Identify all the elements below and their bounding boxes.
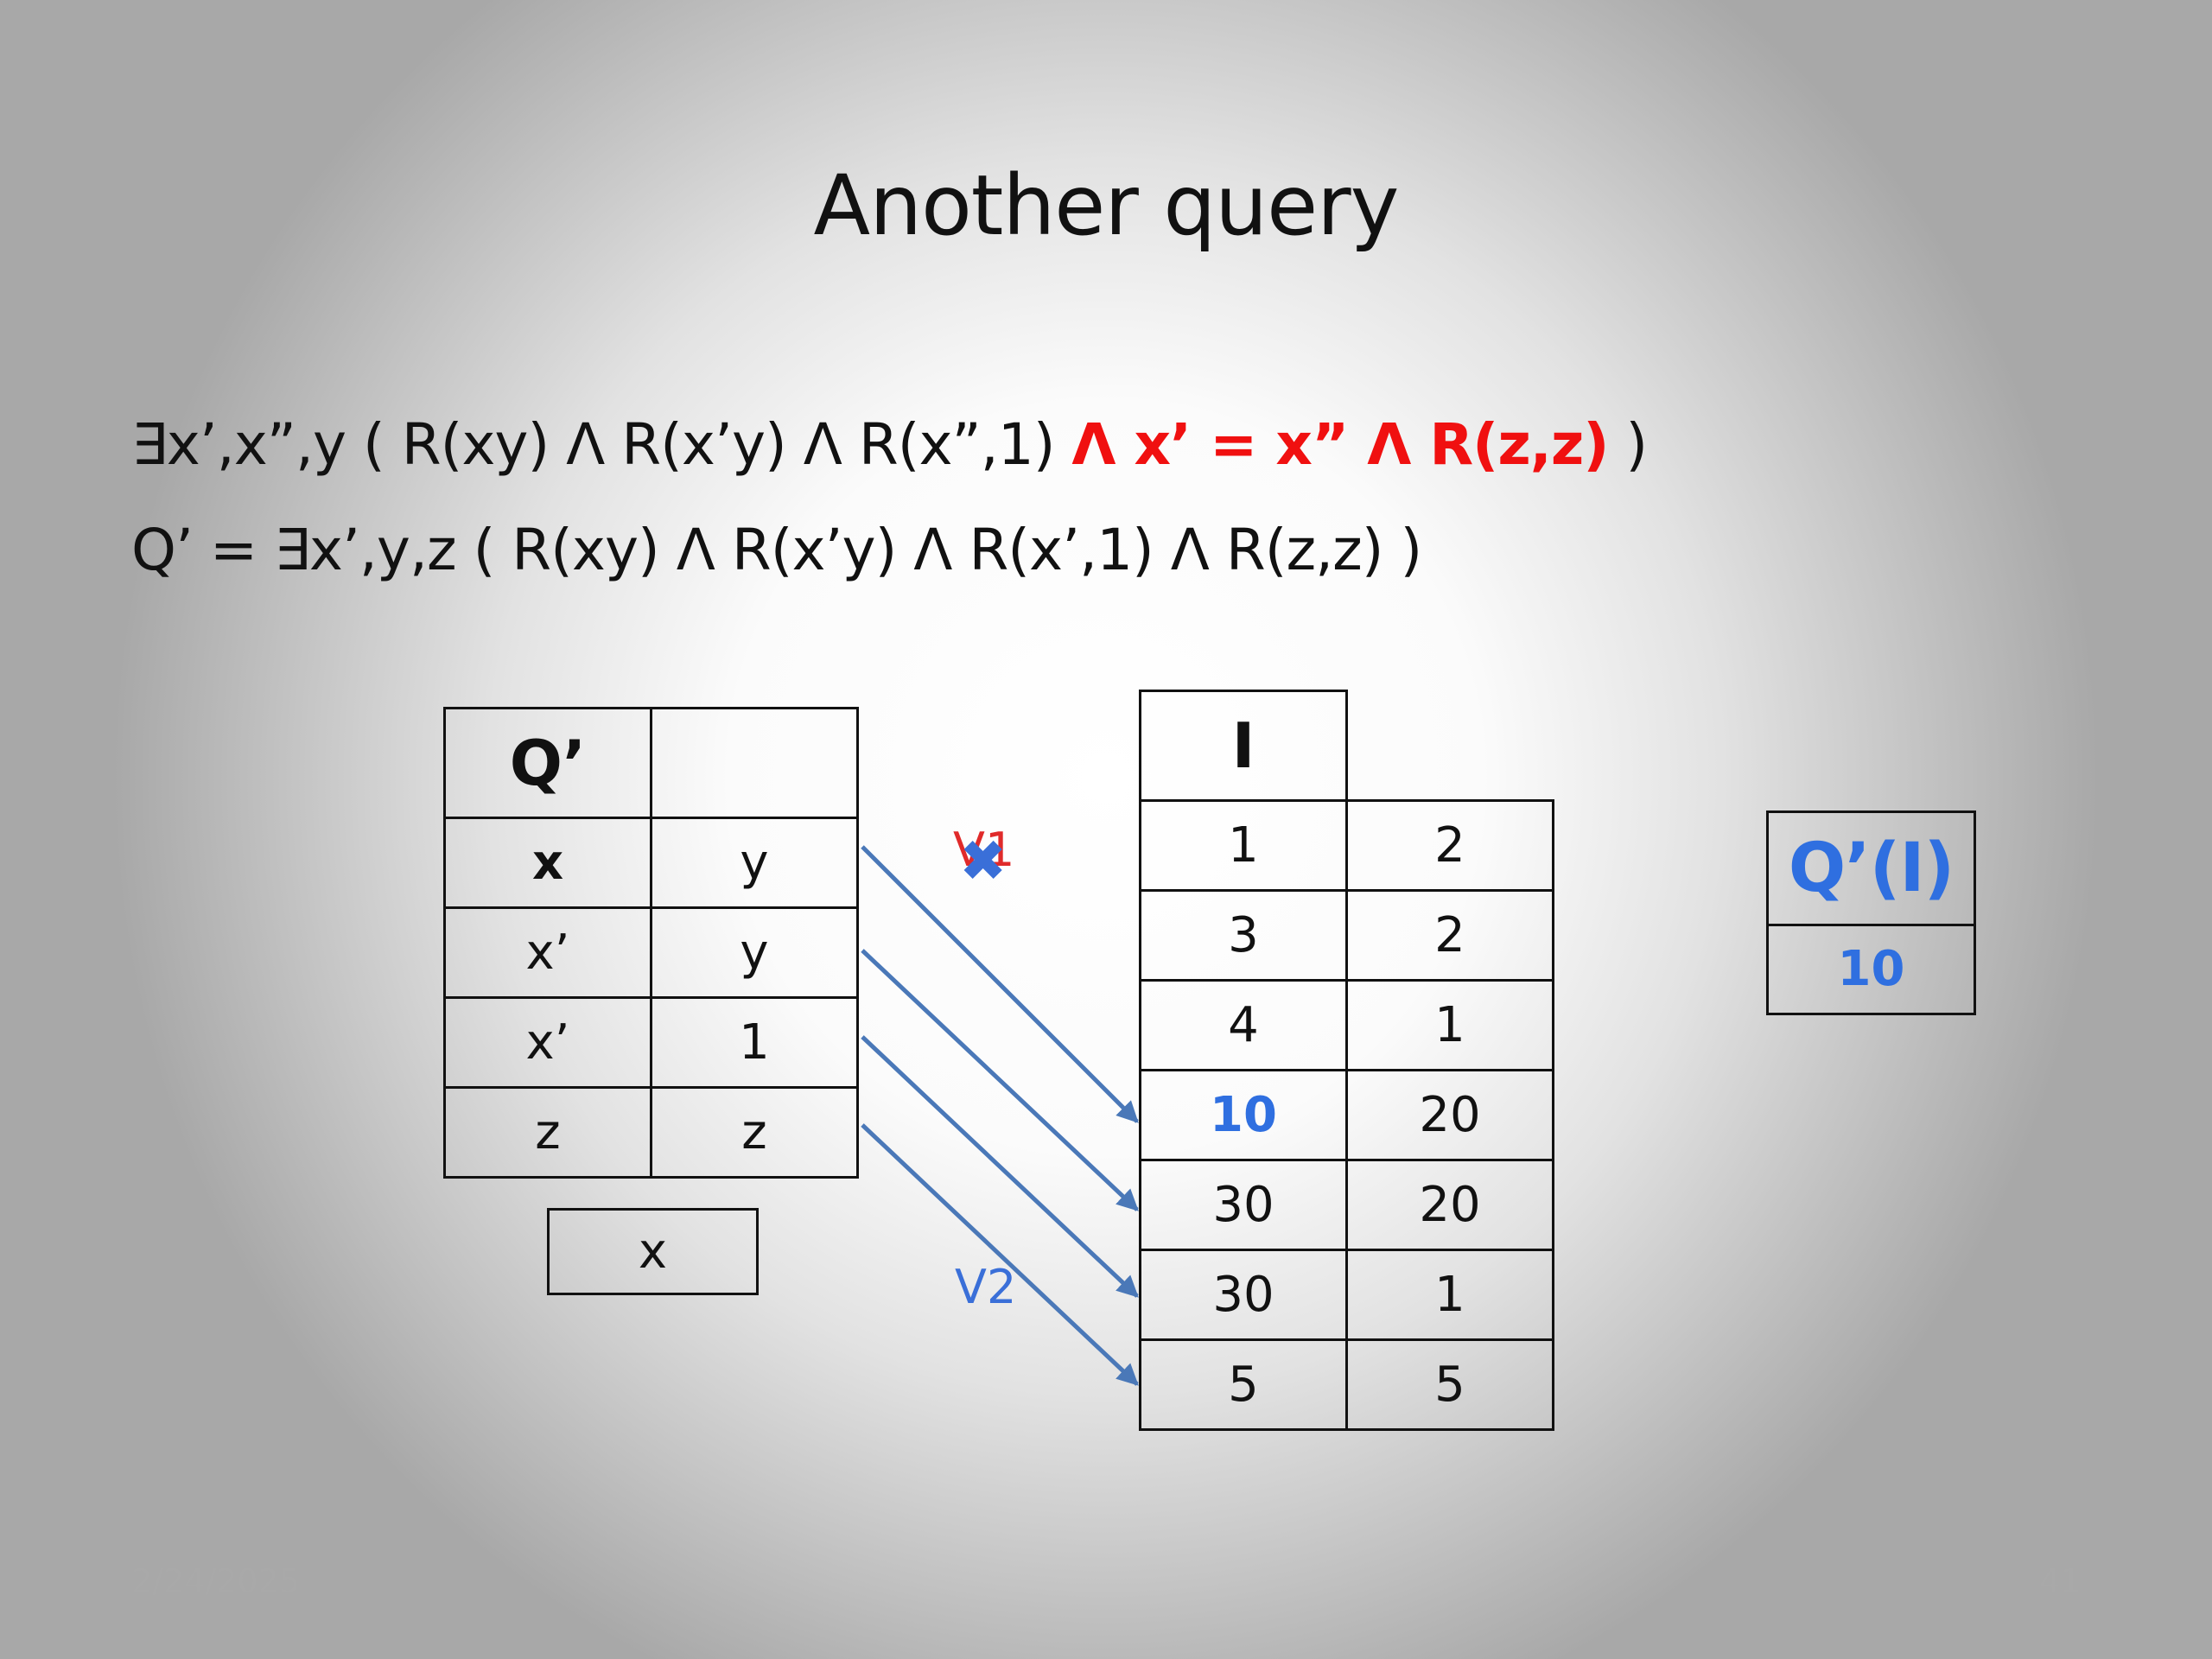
formula-original-highlight: Λ x’ = x” Λ R(z,z) xyxy=(1071,411,1609,478)
instance-table-header: I xyxy=(1139,690,1348,802)
query-cell: y xyxy=(650,906,859,999)
query-table: Q’ x y x’ y x’ 1 z z xyxy=(443,707,859,1179)
mapping-arrow xyxy=(861,1035,1139,1298)
slide-title: Another query xyxy=(813,157,1400,254)
instance-cell: 2 xyxy=(1345,799,1554,892)
query-table-header: Q’ xyxy=(443,707,652,819)
query-cell: 1 xyxy=(650,996,859,1089)
mapping-arrow xyxy=(861,949,1139,1211)
query-cell: z xyxy=(443,1086,652,1179)
instance-cell: 5 xyxy=(1345,1338,1554,1431)
instance-cell: 2 xyxy=(1345,889,1554,982)
instance-cell: 20 xyxy=(1345,1159,1554,1251)
slide-date: 2/24/2025 xyxy=(131,1562,300,1600)
valuation-v2-label: V2 xyxy=(955,1260,1017,1314)
instance-cell: 30 xyxy=(1139,1249,1348,1341)
query-table-header-empty xyxy=(650,707,859,819)
formula-original-close: ) xyxy=(1608,411,1648,478)
instance-cell: 3 xyxy=(1139,889,1348,982)
instance-table: I 1 2 3 2 4 1 10 20 30 20 30 1 5 5 xyxy=(1139,690,1554,1431)
formula-original: ∃x’,x”,y ( R(xy) Λ R(x’y) Λ R(x”,1) Λ x’… xyxy=(131,406,1648,484)
valuation-v1-label: V1 xyxy=(953,823,1015,877)
instance-cell: 5 xyxy=(1139,1338,1348,1431)
query-cell: x’ xyxy=(443,996,652,1089)
instance-cell: 30 xyxy=(1139,1159,1348,1251)
query-cell: x xyxy=(443,817,652,909)
query-cell: z xyxy=(650,1086,859,1179)
instance-cell: 4 xyxy=(1139,979,1348,1071)
query-cell: y xyxy=(650,817,859,909)
cross-icon: ✖ xyxy=(959,828,1007,894)
query-cell: x’ xyxy=(443,906,652,999)
result-value: 10 xyxy=(1837,941,1905,997)
mapping-arrow xyxy=(861,845,1139,1123)
instance-cell: 1 xyxy=(1345,1249,1554,1341)
formula-original-main: ∃x’,x”,y ( R(xy) Λ R(x’y) Λ R(x”,1) xyxy=(131,411,1072,478)
slide-number: 41 xyxy=(2039,1562,2082,1600)
instance-cell: 1 xyxy=(1139,799,1348,892)
formula-rewritten: Q’ = ∃x’,y,z ( R(xy) Λ R(x’y) Λ R(x’,1) … xyxy=(131,517,1422,583)
result-header: Q’(I) xyxy=(1769,813,1974,926)
query-head-box: x xyxy=(547,1208,759,1295)
instance-cell-highlighted: 10 xyxy=(1139,1069,1348,1161)
instance-cell: 20 xyxy=(1345,1069,1554,1161)
instance-cell: 1 xyxy=(1345,979,1554,1071)
result-table: Q’(I) 10 xyxy=(1766,810,1976,1015)
mapping-arrow xyxy=(861,1123,1139,1386)
